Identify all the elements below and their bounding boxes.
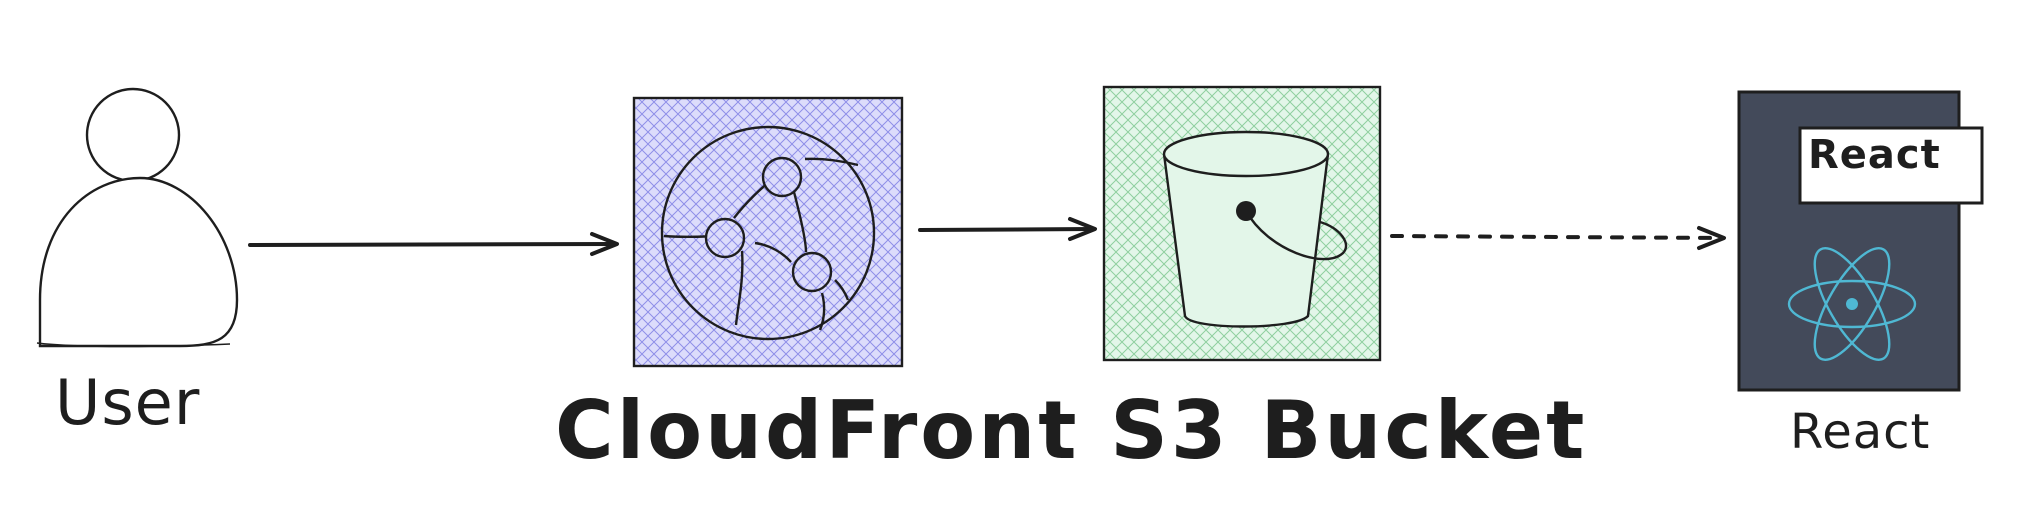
react-badge-label: React xyxy=(1808,132,1941,178)
react-logo-icon xyxy=(1787,247,1917,361)
arrow-user-to-cloudfront xyxy=(248,232,619,256)
react-label: React xyxy=(1790,404,1931,460)
cloudfront-icon xyxy=(632,96,904,368)
user-icon xyxy=(36,87,239,348)
react-badge-box xyxy=(1798,126,1984,205)
arrow-bucket-to-react xyxy=(1390,226,1726,250)
cloudfront-s3-label: CloudFront S3 Bucket xyxy=(555,384,1588,477)
bucket-icon xyxy=(1102,85,1382,362)
react-panel xyxy=(1737,90,1984,392)
arrow-cloudfront-to-bucket xyxy=(918,217,1097,241)
user-label: User xyxy=(55,366,201,439)
